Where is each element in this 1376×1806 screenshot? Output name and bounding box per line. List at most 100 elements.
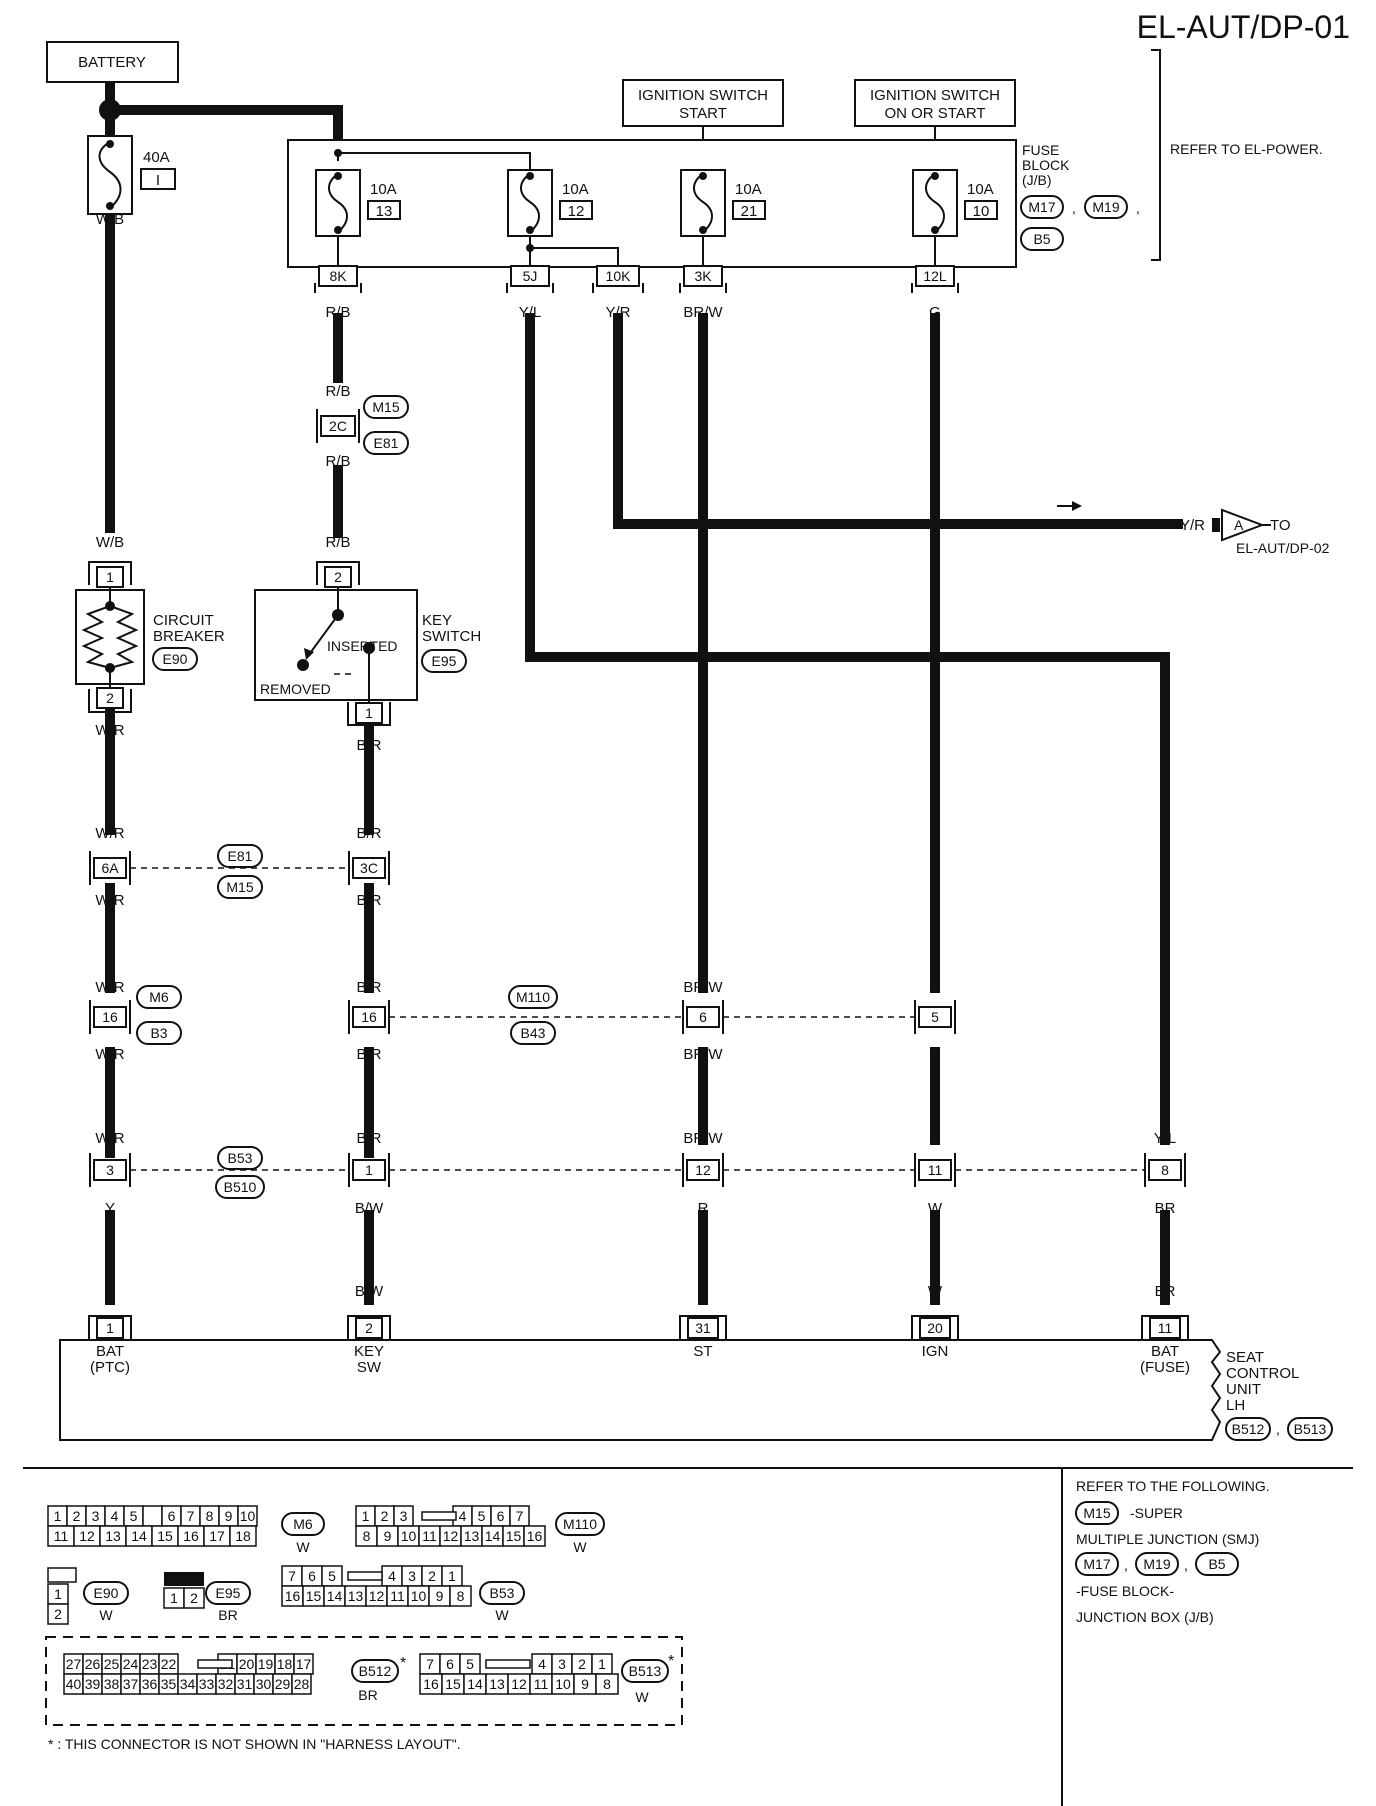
legend-m110-color: W bbox=[573, 1539, 587, 1555]
fuse-block-terminal-10k-label: 10K bbox=[606, 268, 632, 284]
seat-name-5a: BAT bbox=[1151, 1343, 1179, 1360]
legend-b53-bottom-label: 14 bbox=[327, 1588, 343, 1604]
legend-m110-bottom-label: 13 bbox=[464, 1528, 480, 1544]
fuse-12 bbox=[507, 169, 553, 237]
circuit-breaker-pin-2-label: 2 bbox=[106, 690, 114, 706]
fuse-block-terminal-5j-label: 5J bbox=[523, 268, 538, 284]
fuse-block-conn-m19: M19 bbox=[1092, 199, 1119, 215]
fuse-13-amp: 10A bbox=[370, 181, 397, 198]
legend-b512-lock bbox=[197, 1659, 233, 1669]
legend-m110-top-label: 2 bbox=[381, 1508, 389, 1524]
legend-m110-top-label: 1 bbox=[362, 1508, 370, 1524]
smj-2c-wire-bottom: R/B bbox=[325, 453, 350, 470]
legend-b513-top-label: 6 bbox=[446, 1656, 454, 1672]
seat-pin-31-connector bbox=[679, 1315, 727, 1341]
fuse-10-amp: 10A bbox=[967, 181, 994, 198]
seat-name-2a: KEY bbox=[354, 1343, 384, 1360]
seat-name-3a: ST bbox=[693, 1343, 712, 1360]
seat-pin-1: 1 bbox=[106, 1320, 114, 1336]
seat-pin-20-connector bbox=[911, 1315, 959, 1341]
legend-b513-bottom-label: 15 bbox=[445, 1676, 461, 1692]
key-switch-inserted: INSERTED bbox=[327, 638, 398, 654]
svg-text:,: , bbox=[1124, 1557, 1128, 1573]
legend-m6-name: M6 bbox=[293, 1516, 313, 1532]
key-switch-label-2: SWITCH bbox=[422, 628, 481, 645]
row-m110-conn-top-oval bbox=[508, 985, 558, 1009]
legend-refer-smj-2: MULTIPLE JUNCTION (SMJ) bbox=[1076, 1531, 1259, 1547]
legend-b53-bottom-label: 15 bbox=[306, 1588, 322, 1604]
legend-m6-oval bbox=[281, 1512, 325, 1536]
legend-b53-bottom-cell bbox=[449, 1585, 472, 1607]
legend-b513-top-label: 1 bbox=[598, 1656, 606, 1672]
legend-m110-top-label: 4 bbox=[459, 1508, 467, 1524]
row-b53-conn-top-oval bbox=[217, 1146, 263, 1170]
to-other-marker-triangle bbox=[1221, 508, 1265, 542]
legend-b53-name: B53 bbox=[490, 1585, 515, 1601]
ignition-on-start-label-1: IGNITION SWITCH bbox=[870, 87, 1000, 104]
seat-pin-11-connector bbox=[1141, 1315, 1189, 1341]
seat-pin-2: 2 bbox=[365, 1320, 373, 1336]
circuit-breaker-wire-out: W/R bbox=[95, 722, 124, 739]
main-fuse-number: I bbox=[156, 172, 160, 189]
smj-2c-connector bbox=[316, 409, 360, 443]
fuse-block-label-2: BLOCK bbox=[1022, 157, 1070, 173]
circuit-breaker-conn: E90 bbox=[163, 651, 188, 667]
legend-e95-lock bbox=[164, 1572, 204, 1586]
row-m110-pin-16: 16 bbox=[361, 1009, 377, 1025]
seat-control-unit bbox=[59, 1339, 1222, 1441]
row-b53-pin-8: 8 bbox=[1161, 1162, 1169, 1178]
legend-m110-oval bbox=[555, 1512, 605, 1536]
svg-text:,: , bbox=[1276, 1421, 1280, 1437]
legend-b512-top-label: 17 bbox=[296, 1656, 312, 1672]
legend-b513-bottom-label: 14 bbox=[467, 1676, 483, 1692]
legend-b512-top-label: 22 bbox=[161, 1656, 177, 1672]
row-b53-wire-top-4: G bbox=[929, 1130, 941, 1147]
main-fuse-amp: 40A bbox=[143, 149, 170, 166]
legend-m6-bottom-label: 14 bbox=[131, 1528, 147, 1544]
legend-refer-jb-2: JUNCTION BOX (J/B) bbox=[1076, 1609, 1214, 1625]
circuit-breaker-label-2: BREAKER bbox=[153, 628, 225, 645]
row-smj-conn-bottom: M15 bbox=[226, 879, 253, 895]
seat-name-1a: BAT bbox=[96, 1343, 124, 1360]
legend-m110-bottom-label: 14 bbox=[485, 1528, 501, 1544]
legend-b513-color: W bbox=[635, 1689, 649, 1705]
svg-text:,: , bbox=[1136, 200, 1140, 216]
legend-b513-bottom-label: 13 bbox=[489, 1676, 505, 1692]
row-m6-conn-top-oval bbox=[136, 985, 182, 1009]
key-switch-removed: REMOVED bbox=[260, 681, 331, 697]
battery-label: BATTERY bbox=[78, 54, 146, 71]
legend-m110-top-label: 6 bbox=[497, 1508, 505, 1524]
seat-wire-2: B/W bbox=[355, 1283, 384, 1300]
circuit-breaker-wire-in: W/B bbox=[96, 534, 124, 551]
legend-b53-top-label: 2 bbox=[428, 1568, 436, 1584]
fuse-10 bbox=[912, 169, 958, 237]
legend-b512-bottom-label: 31 bbox=[237, 1676, 253, 1692]
fuse-12-number: 12 bbox=[568, 203, 585, 220]
legend-b513-top-label: 4 bbox=[538, 1656, 546, 1672]
row-b53-connector-1 bbox=[348, 1153, 390, 1187]
legend-m6-color: W bbox=[296, 1539, 310, 1555]
row-b53-wire-bottom-4: W bbox=[928, 1200, 943, 1217]
fuse-block-terminal-8k bbox=[314, 265, 362, 293]
row-m6-wire-bottom: W/R bbox=[95, 1046, 124, 1063]
row-m6-conn-bottom-oval bbox=[136, 1021, 182, 1045]
legend-m6-top-label: 1 bbox=[54, 1508, 62, 1524]
legend-m6-bottom-label: 15 bbox=[157, 1528, 173, 1544]
fuse-block bbox=[287, 139, 1017, 268]
legend-e90-pin2-cell bbox=[47, 1603, 69, 1625]
legend-b512-bottom-label: 34 bbox=[180, 1676, 196, 1692]
fuse-block-label-1: FUSE bbox=[1022, 142, 1059, 158]
legend-refer-jb-1: -FUSE BLOCK- bbox=[1076, 1583, 1174, 1599]
legend-b53-color: W bbox=[495, 1607, 509, 1623]
legend-b513-bottom-label: 11 bbox=[534, 1676, 549, 1692]
fuse-10-number: 10 bbox=[973, 203, 990, 220]
fuse-block-terminal-12l-label: 12L bbox=[923, 268, 947, 284]
row-b53-wire-bottom-1: Y bbox=[105, 1200, 115, 1217]
legend-b513-bottom-cell bbox=[595, 1673, 619, 1695]
fuse-21-amp: 10A bbox=[735, 181, 762, 198]
row-m110-pin-6: 6 bbox=[699, 1009, 707, 1025]
row-m110-connector-16 bbox=[348, 1000, 390, 1034]
seat-name-4a: IGN bbox=[922, 1343, 949, 1360]
circuit-breaker-conn-oval bbox=[152, 647, 198, 671]
row-b53-wire-top-1: W/R bbox=[95, 1130, 124, 1147]
